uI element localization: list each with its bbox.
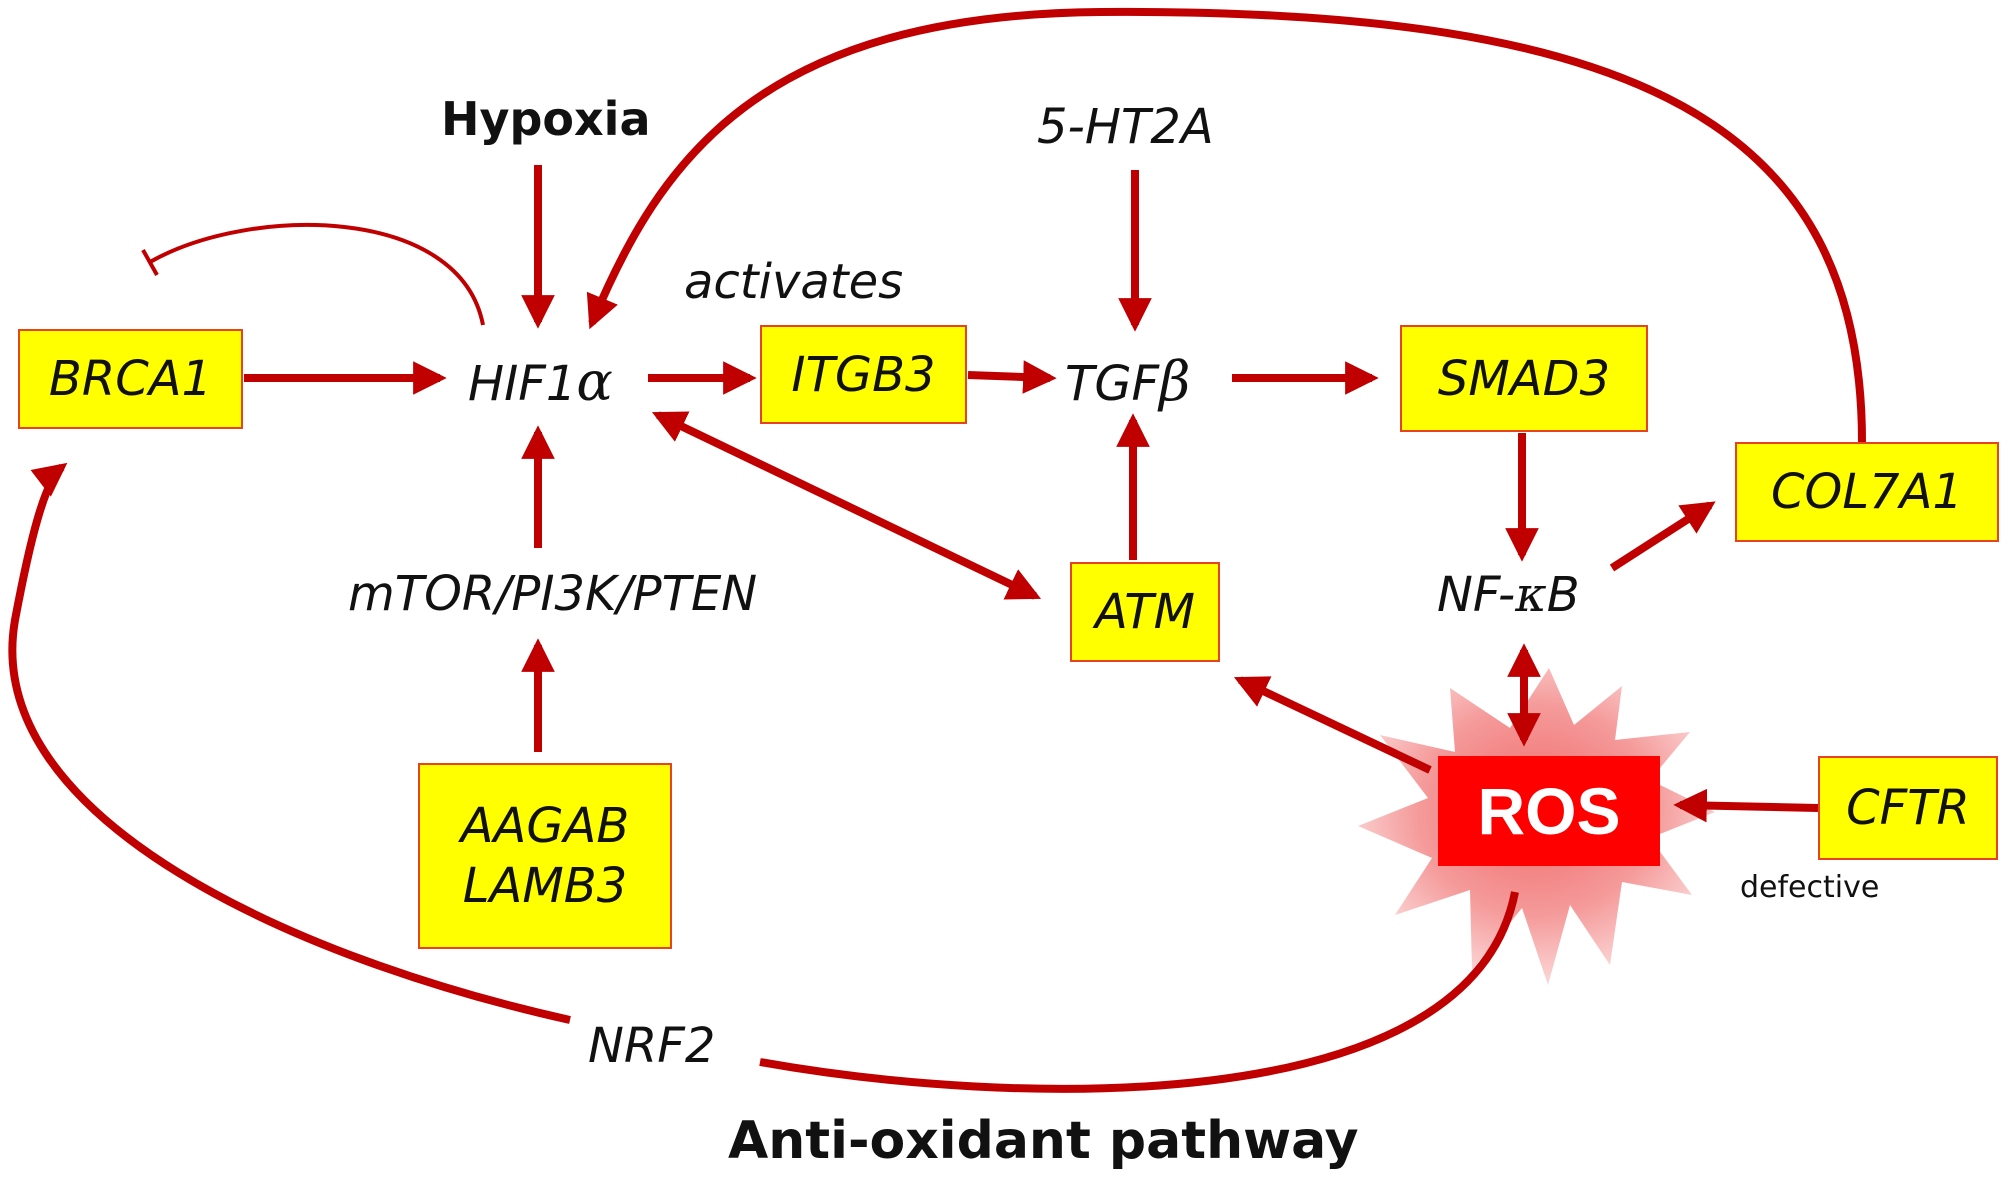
- nfkb-pre: NF-: [1437, 567, 1516, 623]
- hif1a-text: HIF1: [468, 356, 577, 412]
- ros-label: ROS: [1477, 774, 1621, 848]
- atm-box: ATM: [1070, 562, 1220, 662]
- itgb3-box: ITGB3: [760, 325, 967, 424]
- nfkb-post: B: [1546, 567, 1580, 623]
- ros-box: ROS: [1438, 756, 1660, 866]
- hif1a-label: HIF1α: [468, 355, 613, 409]
- ht2a-label: 5-HT2A: [1037, 99, 1214, 155]
- mtor-label: mTOR/PI3K/PTEN: [348, 566, 758, 622]
- hif1a-symbol: α: [576, 350, 613, 413]
- aagab-lamb3-box: AAGAB LAMB3: [418, 763, 672, 949]
- cftr-box: CFTR: [1818, 756, 1998, 860]
- arrow-nfkb-col7a1: [1609, 501, 1716, 572]
- nfkb-label: NF-κB: [1437, 571, 1580, 619]
- inhibit-bar: [141, 249, 159, 276]
- tgfb-text: TGF: [1065, 356, 1160, 412]
- tgfb-label: TGFβ: [1065, 355, 1190, 409]
- pathway-title: Anti-oxidant pathway: [728, 1111, 1359, 1171]
- lamb3-label: LAMB3: [462, 858, 628, 914]
- inhibit-hif1a-brca1: [149, 222, 485, 326]
- arrow-hif1a-atm: [651, 411, 1042, 600]
- arrow-itgb3-tgfb: [967, 360, 1057, 394]
- arrow-ros-atm: [1233, 676, 1432, 774]
- arrow-nrf2-brca1: [8, 462, 571, 1024]
- smad3-box: SMAD3: [1400, 325, 1648, 432]
- smad3-label: SMAD3: [1437, 350, 1611, 407]
- tgfb-symbol: β: [1159, 350, 1191, 413]
- cftr-label: CFTR: [1846, 780, 1970, 836]
- aagab-label: AAGAB: [460, 798, 630, 854]
- nfkb-symbol: κ: [1515, 567, 1547, 623]
- itgb3-label: ITGB3: [791, 346, 936, 403]
- hypoxia-label: Hypoxia: [441, 92, 651, 146]
- col7a1-box: COL7A1: [1735, 442, 1999, 542]
- arrow-col7a1-hif1a: [586, 7, 1866, 443]
- brca1-label: BRCA1: [48, 351, 213, 407]
- arc-ros-nrf2: [759, 891, 1519, 1093]
- defective-label: defective: [1740, 870, 1880, 905]
- arrow-cftr-ros: [1673, 788, 1819, 823]
- nrf2-label: NRF2: [588, 1018, 716, 1074]
- activates-label: activates: [684, 254, 904, 310]
- col7a1-label: COL7A1: [1771, 464, 1963, 520]
- brca1-box: BRCA1: [18, 329, 243, 429]
- atm-label: ATM: [1094, 584, 1196, 640]
